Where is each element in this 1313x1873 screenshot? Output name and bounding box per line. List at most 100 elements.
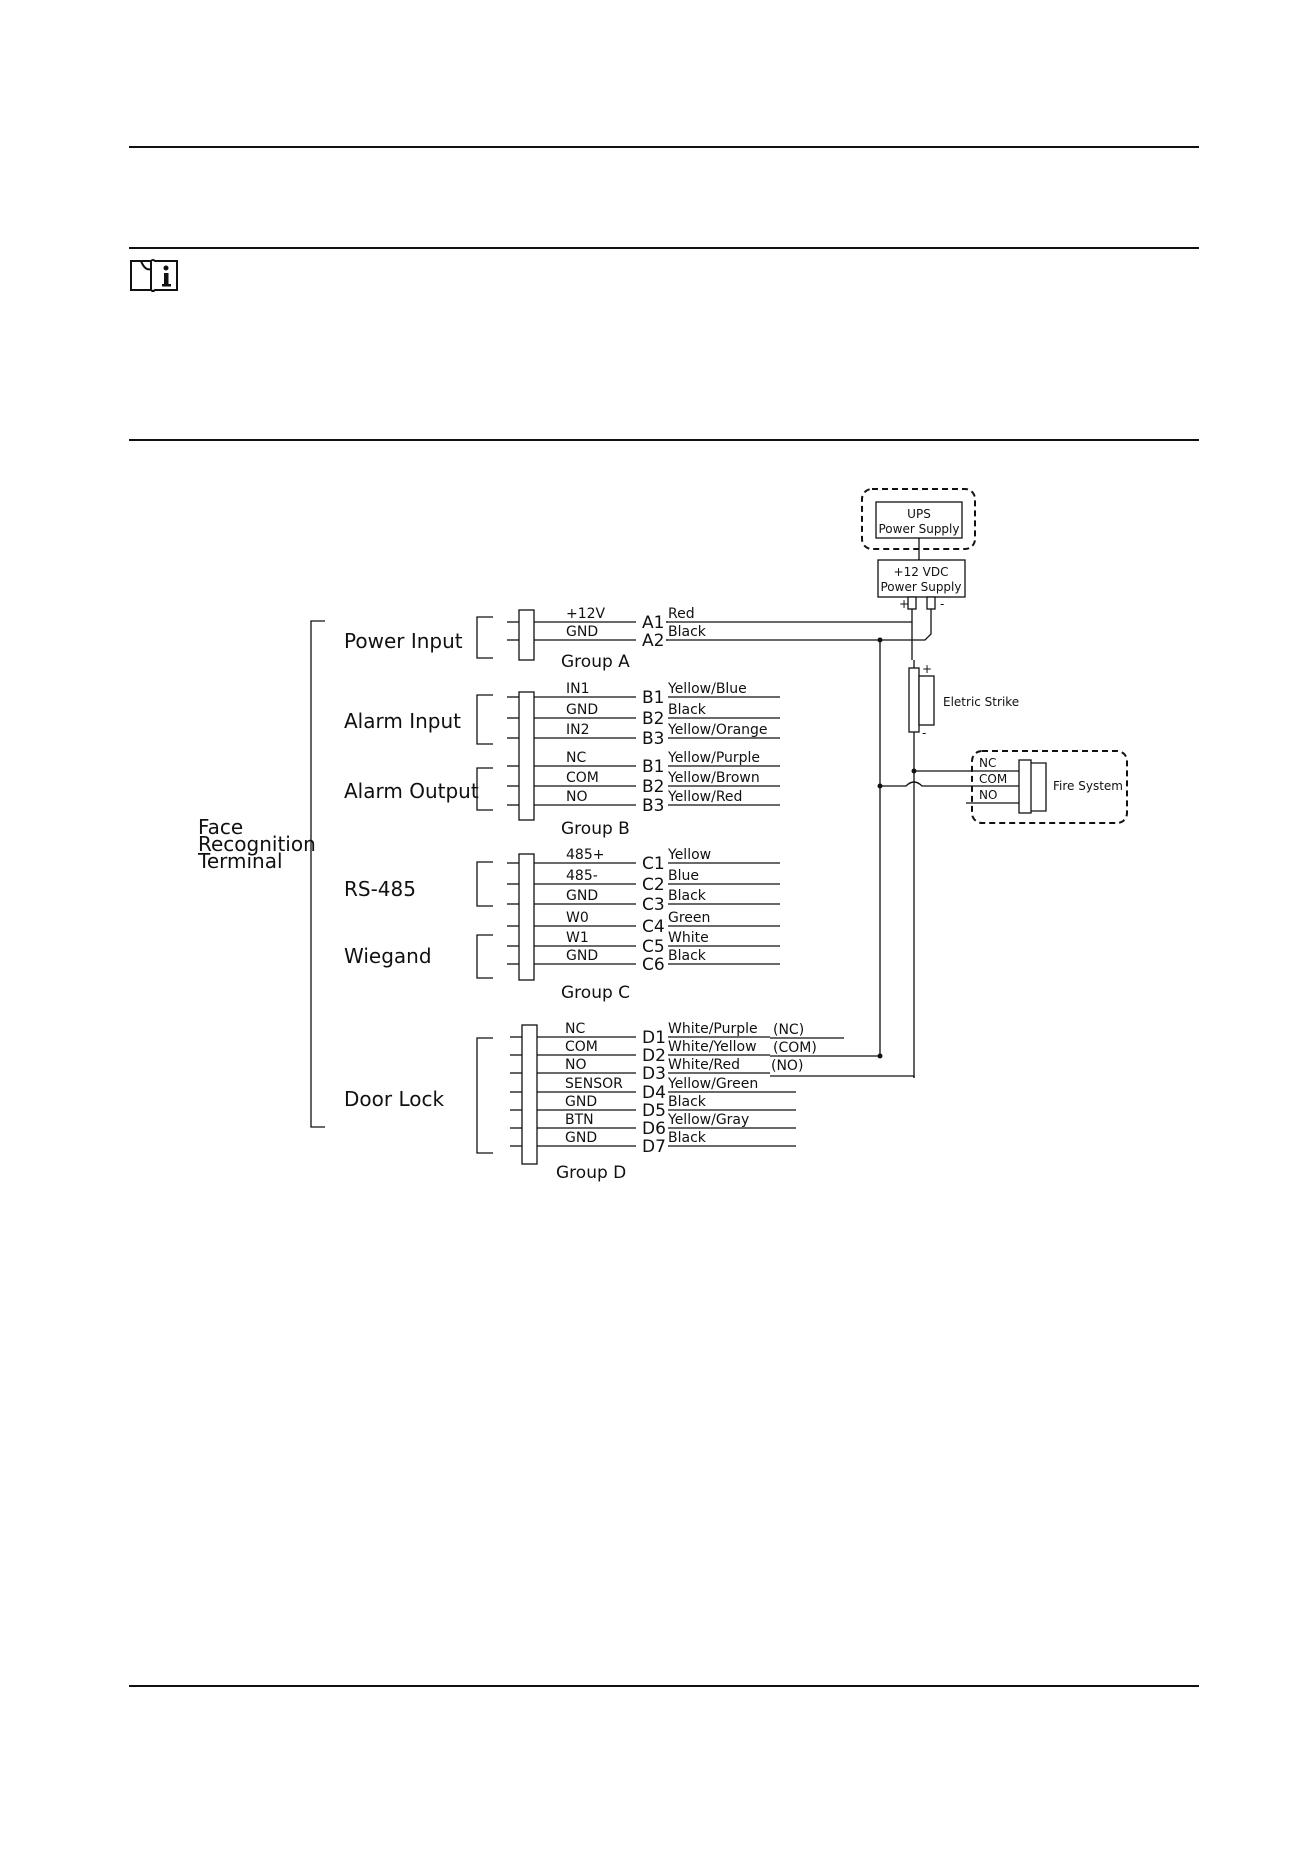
junction-fire-com xyxy=(877,783,883,789)
wire-color: Blue xyxy=(668,868,699,884)
fire-no-label: NO xyxy=(979,788,997,802)
terminal-id: D6 xyxy=(642,1119,666,1139)
junction-gnd xyxy=(877,637,883,643)
group-c-label: Group C xyxy=(561,983,630,1003)
dc-supply-box xyxy=(877,559,966,598)
pin-name: +12V xyxy=(566,606,606,622)
terminal-id: B3 xyxy=(642,796,664,816)
footer-rule xyxy=(129,1685,1199,1687)
wire-color: Yellow/Blue xyxy=(667,681,747,697)
terminal-id: A2 xyxy=(642,631,664,651)
wire-color: Yellow/Green xyxy=(667,1076,758,1092)
fire-relay-bracket xyxy=(1031,762,1047,812)
terminal-id: D4 xyxy=(642,1083,666,1103)
wire-color: Black xyxy=(668,888,707,904)
group-b-label: Group B xyxy=(561,819,630,839)
pin-name: COM xyxy=(565,1039,598,1055)
pin-name: GND xyxy=(566,948,598,964)
function-wiegand: Wiegand xyxy=(344,944,432,968)
fire-system-dashed-outline xyxy=(971,750,1128,824)
junction-door-com xyxy=(877,1053,883,1059)
pin-name: SENSOR xyxy=(565,1076,623,1092)
terminal-id: D2 xyxy=(642,1046,666,1066)
wire-color: Yellow/Purple xyxy=(667,750,760,766)
bracket-alarm-input xyxy=(476,694,493,745)
ups-label-line-1: UPS xyxy=(907,507,931,521)
wire-color: Black xyxy=(668,1094,707,1110)
function-door-lock: Door Lock xyxy=(344,1087,444,1111)
ups-box xyxy=(875,501,963,539)
device-label-line-2: Recognition xyxy=(198,832,316,856)
terminal-id: B2 xyxy=(642,777,664,797)
bracket-alarm-output xyxy=(476,767,493,811)
pin-name: NO xyxy=(566,789,588,805)
wire-color: Black xyxy=(668,624,707,640)
terminal-id: D1 xyxy=(642,1028,666,1048)
door-relay-nc-label: (NC) xyxy=(773,1022,804,1038)
strike-inner xyxy=(918,675,935,726)
wire-color: Yellow/Gray xyxy=(667,1112,749,1128)
terminal-id: D7 xyxy=(642,1137,666,1157)
connector-group-d xyxy=(521,1024,538,1165)
wire-color: Yellow/Orange xyxy=(667,722,768,738)
connector-group-b xyxy=(518,691,535,821)
bracket-wiegand xyxy=(476,934,493,979)
terminal-id: A1 xyxy=(642,613,664,633)
connector-group-c xyxy=(518,853,535,981)
pin-name: NC xyxy=(566,750,586,766)
terminal-id: B1 xyxy=(642,688,664,708)
wire-color: Yellow/Red xyxy=(667,789,742,805)
terminal-id: C4 xyxy=(642,917,665,937)
terminal-id: B1 xyxy=(642,757,664,777)
bracket-door-lock xyxy=(476,1037,493,1154)
wire-color: Black xyxy=(668,948,707,964)
pin-name: GND xyxy=(566,888,598,904)
bracket-rs485 xyxy=(476,861,493,907)
pin-name: GND xyxy=(565,1094,597,1110)
ups-label-line-2: Power Supply xyxy=(879,522,960,536)
door-relay-com-label: (COM) xyxy=(773,1040,817,1056)
note-bottom-rule xyxy=(129,439,1199,441)
note-top-rule xyxy=(129,247,1199,249)
terminal-id: B2 xyxy=(642,709,664,729)
wire-color: White/Yellow xyxy=(668,1039,757,1055)
pin-name: IN1 xyxy=(566,681,590,697)
pin-name: COM xyxy=(566,770,599,786)
connector-group-a xyxy=(518,609,535,661)
wire-color: Black xyxy=(668,1130,707,1146)
fire-com-wire xyxy=(880,781,1019,787)
dc-minus-sign: - xyxy=(940,597,944,611)
strike-plus-sign: + xyxy=(922,662,932,676)
pin-name: IN2 xyxy=(566,722,590,738)
fire-system-label: Fire System xyxy=(1053,779,1123,793)
wire-color: White/Purple xyxy=(668,1021,758,1037)
device-label-line-3: Terminal xyxy=(197,849,283,873)
terminal-id: C2 xyxy=(642,875,665,895)
wire-color: White/Red xyxy=(668,1057,740,1073)
terminal-id: C1 xyxy=(642,854,665,874)
terminal-id: B3 xyxy=(642,729,664,749)
strike-outer xyxy=(908,667,920,733)
wire-color: Green xyxy=(668,910,710,926)
device-label-line-1: Face xyxy=(198,815,243,839)
function-alarm-output: Alarm Output xyxy=(344,779,479,803)
